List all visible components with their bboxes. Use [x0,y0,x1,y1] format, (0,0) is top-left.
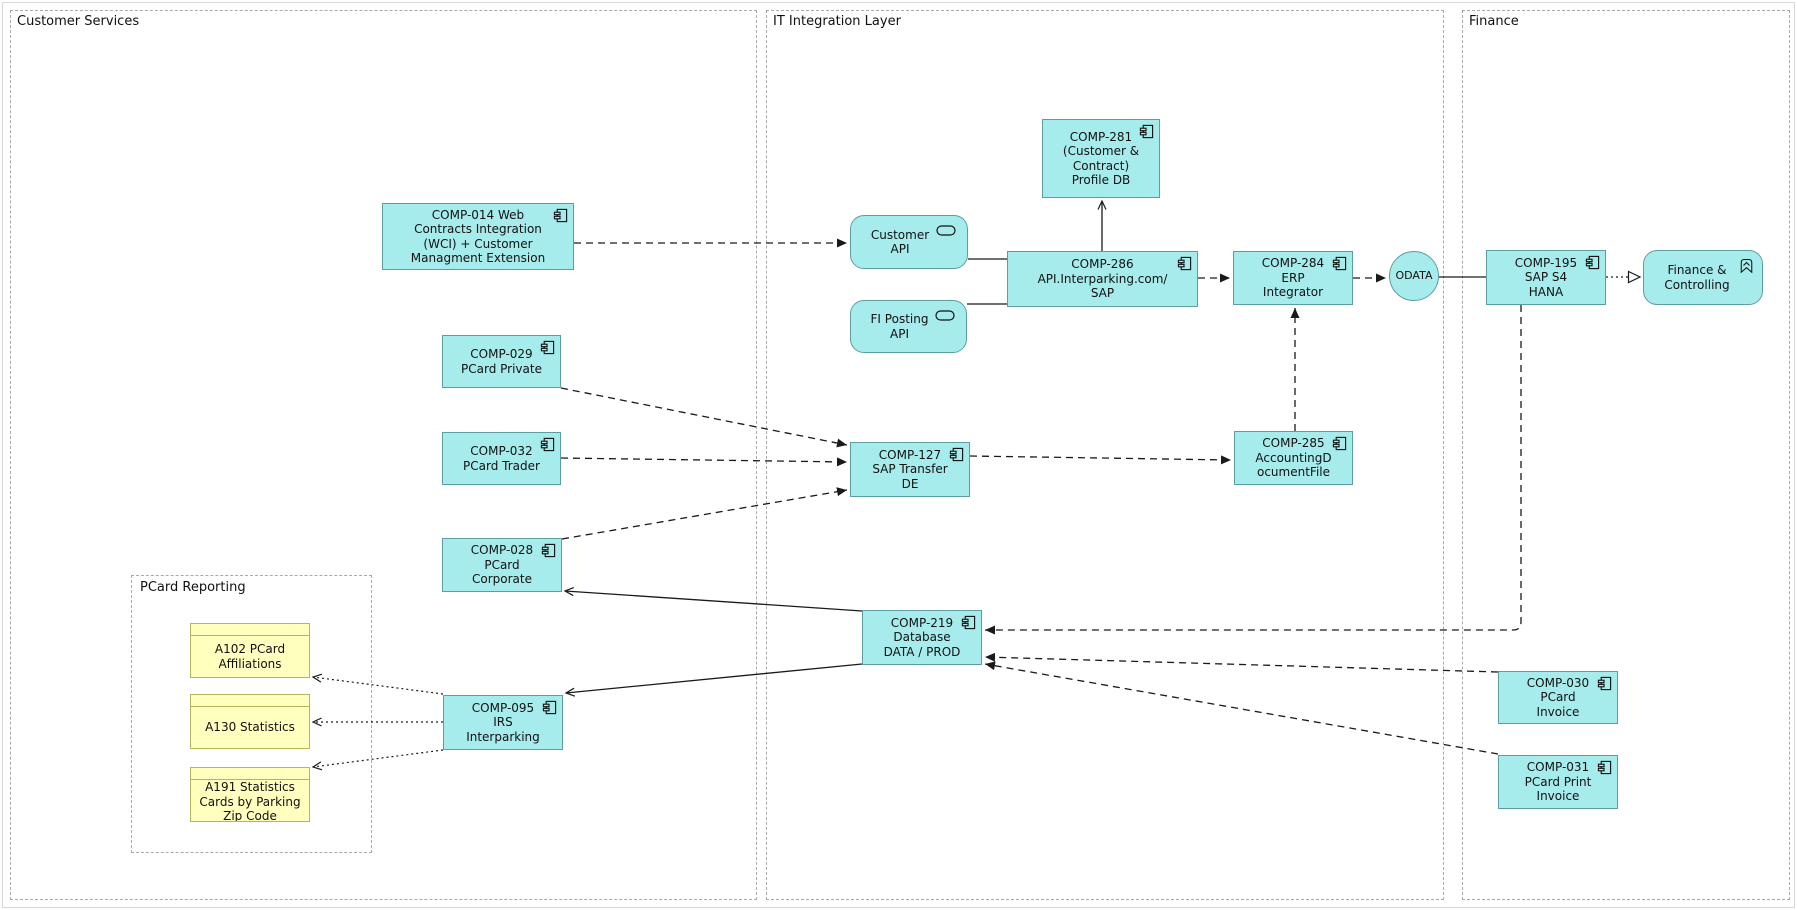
node-label: COMP-281 (Customer & Contract) Profile D… [1062,129,1140,188]
node-label: A191 Statistics Cards by Parking Zip Cod… [199,780,301,822]
node-comp-281[interactable]: COMP-281 (Customer & Contract) Profile D… [1042,119,1160,198]
node-comp-028[interactable]: COMP-028 PCard Corporate [442,538,562,592]
service-oval-icon [936,225,956,236]
object-header-compartment [191,695,309,707]
node-label: COMP-286 API.Interparking.com/ SAP [1037,257,1168,301]
component-icon [1332,256,1347,271]
component-icon [1332,436,1347,451]
node-label: COMP-031 PCard Print Invoice [1524,760,1592,804]
component-icon [1597,760,1612,775]
node-comp-286[interactable]: COMP-286 API.Interparking.com/ SAP [1007,251,1198,307]
node-a130[interactable]: A130 Statistics [190,694,310,749]
node-label: COMP-219 Database DATA / PROD [883,615,961,659]
node-label: COMP-284 ERP Integrator [1261,256,1325,300]
node-odata-interface[interactable]: ODATA [1389,251,1439,301]
component-icon [542,700,557,715]
component-icon [1139,124,1154,139]
node-label: A102 PCard Affiliations [214,642,286,671]
node-label: FI Posting API [870,312,929,341]
node-comp-032[interactable]: COMP-032 PCard Trader [442,432,561,485]
node-customer-api[interactable]: Customer API [850,215,968,269]
node-comp-284[interactable]: COMP-284 ERP Integrator [1233,251,1353,305]
component-icon [1597,676,1612,691]
node-finance-controlling[interactable]: Finance & Controlling [1643,250,1763,305]
node-label: Customer API [870,227,930,257]
component-icon [553,208,568,223]
node-label: COMP-028 PCard Corporate [470,543,534,587]
service-oval-icon [935,310,955,321]
group-pcard-reporting[interactable]: PCard Reporting [131,575,372,853]
node-label: COMP-285 AccountingD ocumentFile [1255,436,1332,480]
node-label: COMP-127 SAP Transfer DE [872,447,948,491]
node-label: COMP-195 SAP S4 HANA [1514,255,1578,299]
component-icon [541,543,556,558]
lane-customer-services: Customer Services [10,10,757,900]
node-comp-285[interactable]: COMP-285 AccountingD ocumentFile [1234,431,1353,485]
object-header-compartment [191,624,309,636]
lane-label: Finance [1469,14,1519,29]
node-comp-031[interactable]: COMP-031 PCard Print Invoice [1498,755,1618,809]
node-comp-029[interactable]: COMP-029 PCard Private [442,335,561,388]
node-comp-127[interactable]: COMP-127 SAP Transfer DE [850,442,970,497]
component-icon [961,615,976,630]
node-label: COMP-014 Web Contracts Integration (WCI)… [410,207,546,266]
component-icon [949,447,964,462]
node-label: COMP-029 PCard Private [461,347,542,376]
node-comp-195[interactable]: COMP-195 SAP S4 HANA [1486,250,1606,305]
node-comp-014[interactable]: COMP-014 Web Contracts Integration (WCI)… [382,203,574,270]
node-label: ODATA [1395,268,1433,282]
node-label: COMP-095 IRS Interparking [466,700,540,744]
lane-label: IT Integration Layer [773,14,901,29]
component-icon [540,437,555,452]
node-comp-030[interactable]: COMP-030 PCard Invoice [1498,671,1618,724]
lane-label: Customer Services [17,14,140,29]
object-header-compartment [191,768,309,780]
node-comp-219[interactable]: COMP-219 Database DATA / PROD [862,610,982,665]
node-label: A130 Statistics [205,720,295,735]
component-icon [1177,256,1192,271]
node-label: COMP-032 PCard Trader [463,444,540,473]
component-icon [1585,255,1600,270]
node-fi-posting-api[interactable]: FI Posting API [850,300,967,353]
component-icon [540,340,555,355]
node-a102[interactable]: A102 PCard Affiliations [190,623,310,678]
node-a191[interactable]: A191 Statistics Cards by Parking Zip Cod… [190,767,310,822]
function-chevron-icon [1739,257,1754,274]
group-label: PCard Reporting [140,580,246,595]
node-label: COMP-030 PCard Invoice [1526,675,1590,719]
node-comp-095[interactable]: COMP-095 IRS Interparking [443,695,563,750]
node-label: Finance & Controlling [1664,263,1730,292]
